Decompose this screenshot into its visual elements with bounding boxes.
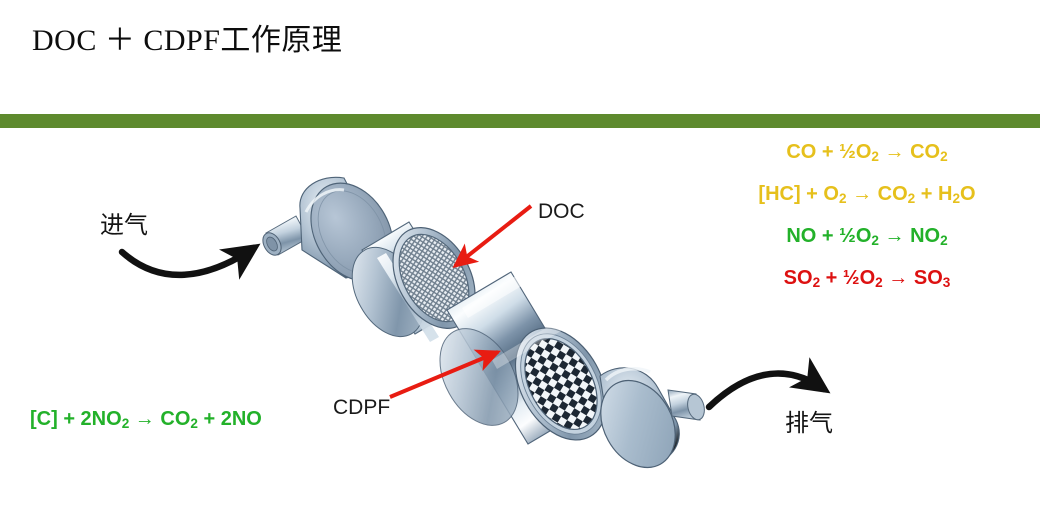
outlet-cone xyxy=(599,366,680,469)
eq-r1-a: CO + xyxy=(786,141,840,163)
eq-r3-b: O xyxy=(855,225,872,247)
eq-r4-arrow: → xyxy=(882,267,914,289)
eq-r3-frac: ½ xyxy=(839,225,856,247)
eq-r3-a: NO + xyxy=(786,225,840,247)
eq-r4-a: SO xyxy=(783,267,813,289)
eq-r1-b: O xyxy=(855,141,872,163)
eq-r3-arrow: → xyxy=(878,225,911,247)
eq-l1-b: CO xyxy=(160,408,191,430)
cdpf-callout-arrow xyxy=(389,349,501,399)
eq-r2-b: CO xyxy=(877,183,908,205)
eq-r2-c: + H xyxy=(915,183,953,205)
eq-r1-b-sub: 2 xyxy=(871,148,879,164)
doc-callout-arrow xyxy=(452,204,533,268)
eq-l1-c: + 2NO xyxy=(197,408,262,430)
eq-r2-d: O xyxy=(960,183,976,205)
cdpf-label: CDPF xyxy=(333,396,391,419)
reaction-no-oxidation: NO + ½O2 → NO2 xyxy=(702,225,1032,248)
intake-flow-arrow xyxy=(118,243,261,280)
eq-r1-c-sub: 2 xyxy=(940,148,948,164)
eq-r4-d-sub: 3 xyxy=(942,274,951,290)
eq-r3-c-sub: 2 xyxy=(940,232,948,248)
eq-r1-arrow: → xyxy=(878,141,911,163)
eq-r3-c: NO xyxy=(910,225,941,247)
reaction-so2-oxidation: SO2 + ½O2 → SO3 xyxy=(702,267,1032,290)
outlet-pipe xyxy=(667,389,705,421)
eq-r2-c-sub: 2 xyxy=(952,190,961,206)
eq-r2-b-sub: 2 xyxy=(907,190,916,206)
eq-r2-a: [HC] + O xyxy=(758,183,839,205)
intake-label: 进气 xyxy=(100,213,148,239)
eq-r4-c-sub: 2 xyxy=(875,274,883,290)
title-divider-rule xyxy=(0,114,1040,128)
eq-l1-arrow: → xyxy=(129,408,161,430)
cdpf-filter-face xyxy=(524,337,598,431)
eq-r4-c: O xyxy=(859,267,876,289)
eq-l1-b-sub: 2 xyxy=(190,415,198,431)
eq-r4-frac: ½ xyxy=(842,267,860,289)
exhaust-flow-arrow xyxy=(705,357,831,411)
doc-label: DOC xyxy=(538,200,585,223)
eq-l1-a-sub: 2 xyxy=(121,415,130,431)
eq-r1-c: CO xyxy=(910,141,941,163)
eq-r2-a-sub: 2 xyxy=(838,190,847,206)
eq-l1-a: [C] + 2NO xyxy=(30,408,122,430)
eq-r4-b: + xyxy=(820,267,843,289)
reaction-hc-oxidation: [HC] + O2 → CO2 + H2O xyxy=(702,183,1032,206)
reaction-soot-regeneration: [C] + 2NO2 → CO2 + 2NO xyxy=(30,408,262,431)
eq-r4-d: SO xyxy=(913,267,943,289)
eq-r3-b-sub: 2 xyxy=(871,232,879,248)
doc-canister xyxy=(351,221,476,342)
eq-r2-arrow: → xyxy=(846,183,878,205)
page-title: DOC ＋ CDPF工作原理 xyxy=(32,24,343,57)
eq-r4-a-sub: 2 xyxy=(812,274,821,290)
exhaust-label: 排气 xyxy=(785,411,833,437)
eq-r1-frac: ½ xyxy=(839,141,856,163)
reaction-co-oxidation: CO + ½O2 → CO2 xyxy=(702,141,1032,164)
